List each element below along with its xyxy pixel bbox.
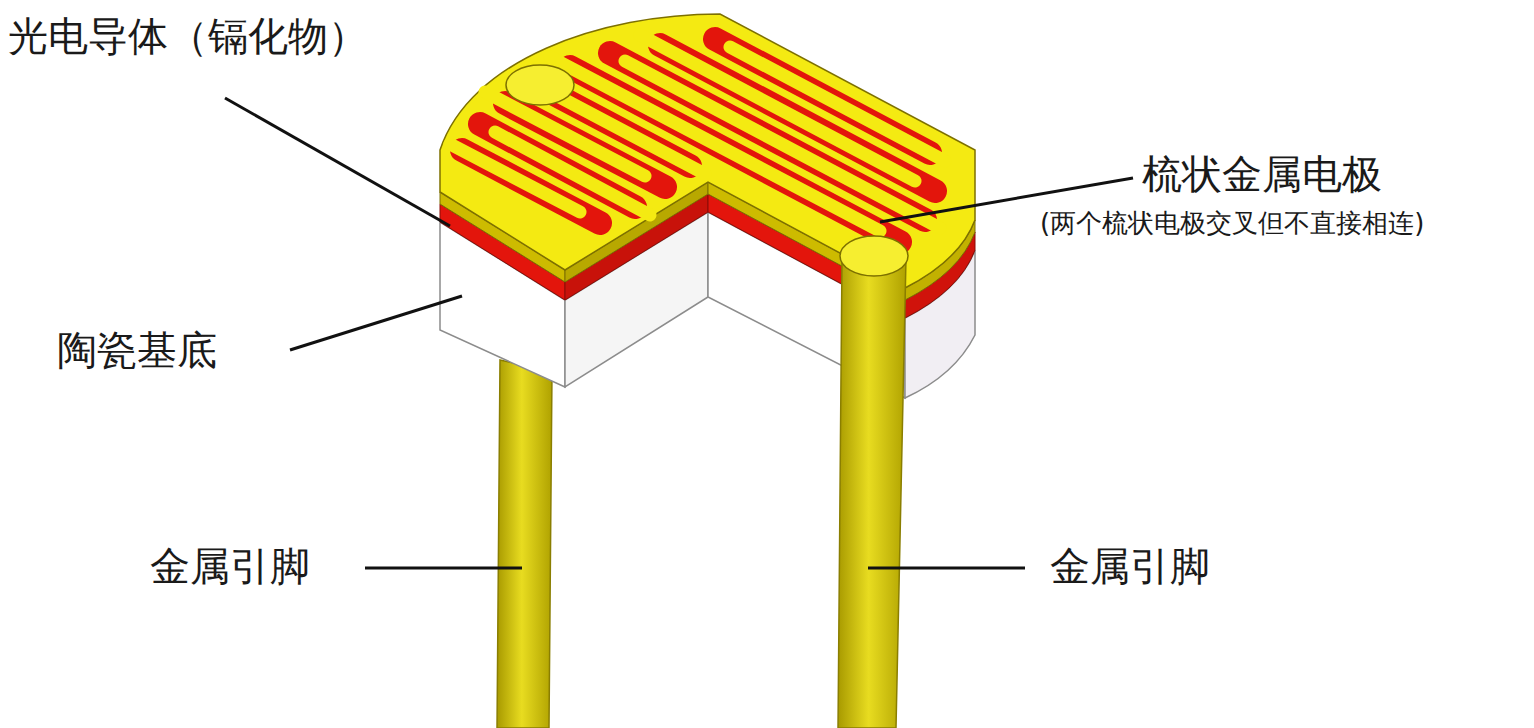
metal-pin xyxy=(497,360,552,728)
part-label: 陶瓷基底 xyxy=(57,326,217,374)
leader-line xyxy=(290,296,462,350)
pin-pad xyxy=(840,236,908,276)
electrode-finger xyxy=(625,61,940,228)
part-label: 金属引脚 xyxy=(1050,542,1210,590)
electrode-finger xyxy=(550,57,880,231)
metal-pin xyxy=(838,258,906,728)
part-label: 梳状金属电极 xyxy=(1142,150,1382,198)
part-label: 金属引脚 xyxy=(150,542,310,590)
comb-electrode xyxy=(440,14,975,288)
leader-line xyxy=(225,98,450,226)
part-label: 光电导体（镉化物） xyxy=(8,12,368,60)
leader-line xyxy=(868,567,1025,570)
leader-line xyxy=(365,567,522,570)
electrode-finger xyxy=(450,144,580,212)
electrode-fingers xyxy=(450,35,945,231)
pin-pad xyxy=(506,65,574,105)
note-label: (两个梳状电极交叉但不直接相连) xyxy=(1040,208,1424,239)
